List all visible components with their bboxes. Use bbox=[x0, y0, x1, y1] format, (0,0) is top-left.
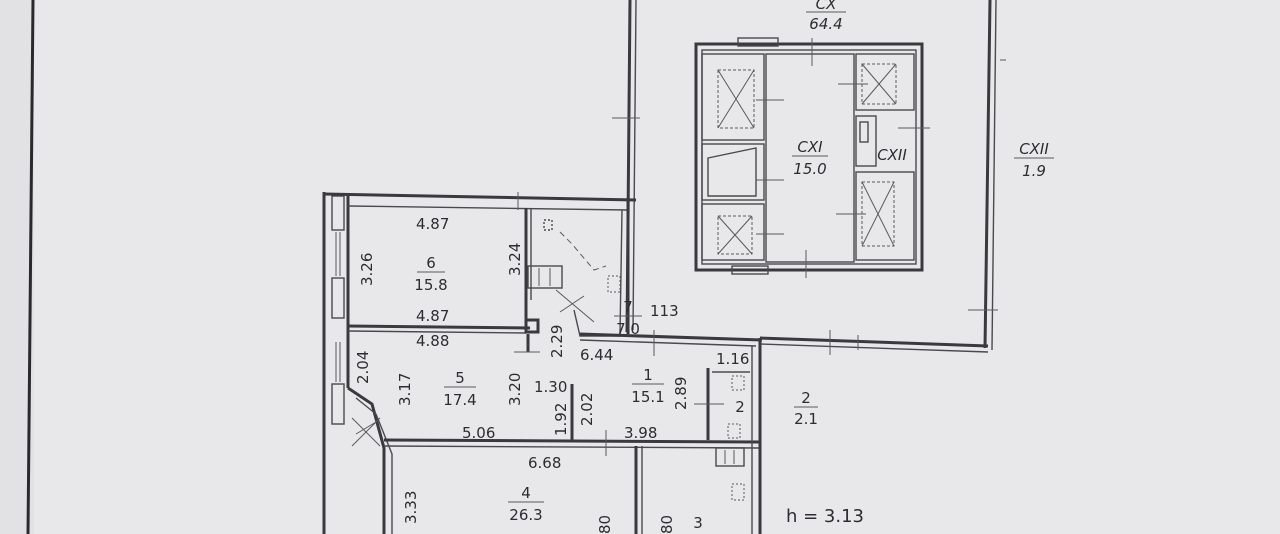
svg-text:1: 1 bbox=[643, 366, 653, 384]
common-area-walls bbox=[612, 0, 1006, 355]
common-label-cx: CX 64.4 bbox=[806, 0, 846, 33]
room-label-5: 5 17.4 bbox=[443, 369, 476, 409]
svg-text:4: 4 bbox=[521, 484, 531, 502]
sheet-border bbox=[26, 0, 35, 534]
dim-label: 4.88 bbox=[416, 332, 449, 350]
dim-label: 6.44 bbox=[580, 346, 613, 364]
room-label-6: 6 15.8 bbox=[414, 254, 447, 294]
dim-label: 3.20 bbox=[506, 373, 524, 406]
svg-text:3: 3 bbox=[693, 514, 703, 532]
svg-text:2: 2 bbox=[801, 389, 811, 407]
svg-text:26.3: 26.3 bbox=[509, 506, 542, 524]
common-label-cxii-small: CXII bbox=[877, 146, 907, 164]
dim-label: 113 bbox=[650, 302, 679, 320]
dim-label: 3.33 bbox=[402, 491, 420, 524]
svg-text:7.0: 7.0 bbox=[616, 320, 640, 338]
dim-label: 6.68 bbox=[528, 454, 561, 472]
sheet bbox=[34, 0, 1280, 534]
dim-label: 80 bbox=[658, 515, 676, 534]
ceiling-height: h = 3.13 bbox=[786, 506, 864, 527]
svg-text:15.0: 15.0 bbox=[793, 160, 826, 178]
common-label-cxii: CXII 1.9 bbox=[1014, 140, 1054, 180]
dimension-labels: 4.87 4.87 4.88 113 6.44 1.16 1.30 5.06 3… bbox=[354, 215, 749, 534]
room-label-7: 7 7.0 bbox=[614, 298, 642, 338]
dim-label: 1.92 bbox=[552, 403, 570, 436]
dim-label: 2.29 bbox=[548, 325, 566, 358]
svg-text:1.9: 1.9 bbox=[1022, 162, 1046, 180]
svg-text:5: 5 bbox=[455, 369, 465, 387]
dim-label: 3.98 bbox=[624, 424, 657, 442]
dim-label: 4.87 bbox=[416, 215, 449, 233]
dim-label: 3.24 bbox=[506, 243, 524, 276]
svg-text:CXI: CXI bbox=[797, 138, 823, 156]
svg-text:2: 2 bbox=[735, 398, 745, 416]
room-label-4: 4 26.3 bbox=[508, 484, 544, 524]
dim-label: 2.02 bbox=[578, 393, 596, 426]
dim-label: 3.26 bbox=[358, 253, 376, 286]
svg-text:15.8: 15.8 bbox=[414, 276, 447, 294]
dim-label: 2.89 bbox=[672, 377, 690, 410]
dim-label: 80 bbox=[596, 515, 614, 534]
svg-text:2.1: 2.1 bbox=[794, 410, 818, 428]
apartment-walls bbox=[322, 192, 763, 534]
svg-text:17.4: 17.4 bbox=[443, 391, 476, 409]
dim-label: 1.30 bbox=[534, 378, 567, 396]
common-label-cxi: CXI 15.0 bbox=[792, 138, 828, 178]
svg-text:CXII: CXII bbox=[877, 146, 907, 164]
room-label-2-bath: 2 bbox=[735, 398, 745, 416]
room-label-3: 3 bbox=[693, 514, 703, 532]
svg-text:15.1: 15.1 bbox=[631, 388, 664, 406]
elevator-core bbox=[694, 37, 930, 278]
svg-text:7: 7 bbox=[623, 298, 633, 316]
dim-label: 5.06 bbox=[462, 424, 495, 442]
dim-label: 4.87 bbox=[416, 307, 449, 325]
room-label-2-hall: 2 2.1 bbox=[794, 389, 818, 428]
svg-text:CXII: CXII bbox=[1019, 140, 1049, 158]
dim-label: 3.17 bbox=[396, 373, 414, 406]
dim-label: 2.04 bbox=[354, 351, 372, 384]
svg-text:CX: CX bbox=[816, 0, 837, 13]
dim-label: 1.16 bbox=[716, 350, 749, 368]
svg-text:64.4: 64.4 bbox=[809, 15, 842, 33]
svg-text:6: 6 bbox=[426, 254, 436, 272]
room-label-1: 1 15.1 bbox=[631, 366, 664, 406]
